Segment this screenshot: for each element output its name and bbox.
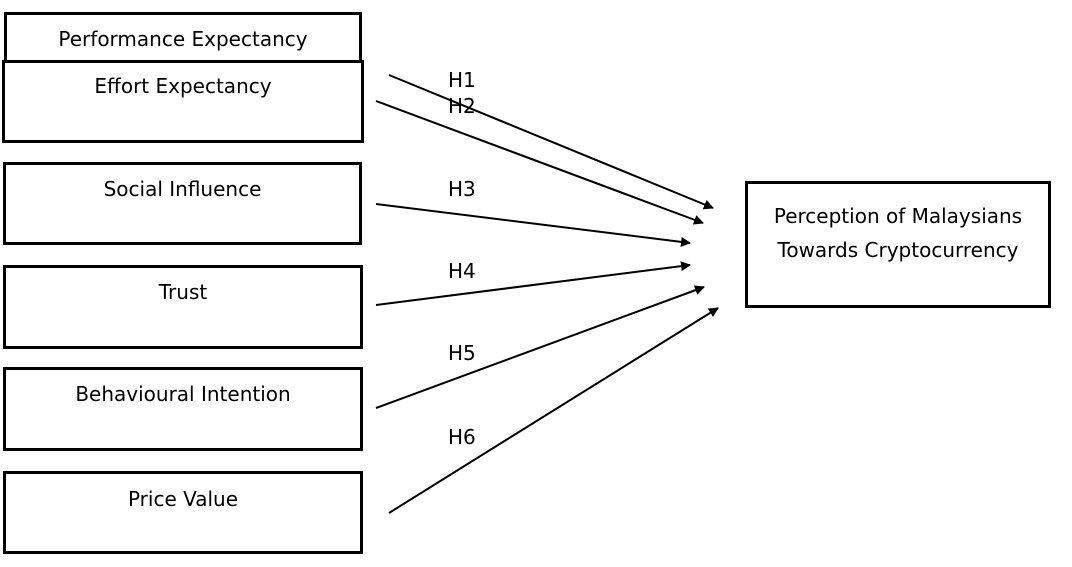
perception-outcome-box: Perception of Malaysians Towards Cryptoc…	[745, 181, 1051, 308]
arrow-h4	[375, 261, 691, 306]
trust-box: Trust	[3, 265, 363, 349]
effort-expectancy-box: Effort Expectancy	[2, 60, 364, 143]
outcome-label-line2: Towards Cryptocurrency	[777, 238, 1019, 262]
hypothesis-label-h6: H6	[448, 425, 476, 449]
outcome-label-line1: Perception of Malaysians	[773, 204, 1023, 228]
hypothesis-label-h5: H5	[448, 341, 476, 365]
arrow-h3	[375, 203, 691, 247]
social-influence-box: Social Influence	[3, 162, 362, 245]
behavioural-intention-box: Behavioural Intention	[3, 367, 363, 451]
arrow-h1	[388, 74, 714, 210]
behavioural-intention-label: Behavioural Intention	[75, 382, 291, 406]
effort-expectancy-label: Effort Expectancy	[94, 74, 272, 98]
arrow-h2	[375, 100, 704, 225]
social-influence-label: Social Influence	[103, 177, 262, 201]
hypothesis-label-h2: H2	[448, 94, 476, 118]
price-value-label: Price Value	[127, 487, 239, 511]
arrow-h5	[375, 285, 705, 409]
performance-expectancy-box: Performance Expectancy	[4, 12, 362, 63]
performance-expectancy-label: Performance Expectancy	[58, 27, 308, 51]
trust-label: Trust	[158, 280, 208, 304]
hypothesis-label-h3: H3	[448, 177, 476, 201]
hypothesis-label-h4: H4	[448, 259, 476, 283]
price-value-box: Price Value	[3, 471, 363, 554]
hypothesis-label-h1: H1	[448, 68, 476, 92]
arrow-h6	[388, 307, 719, 514]
